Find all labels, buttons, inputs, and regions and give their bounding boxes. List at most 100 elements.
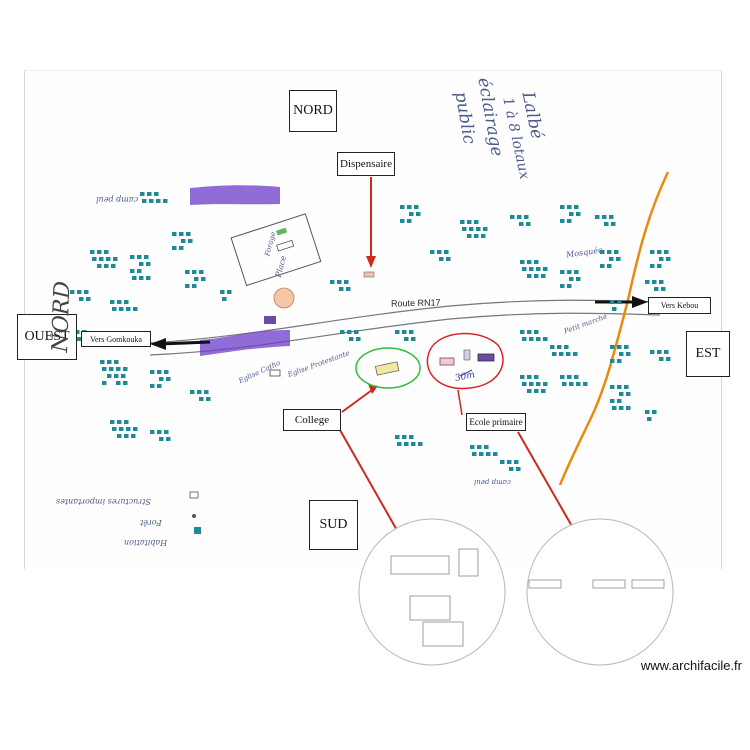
house [337,280,342,284]
house [116,367,121,371]
house [186,232,191,236]
house [560,205,565,209]
house [666,357,671,361]
house [654,287,659,291]
house [645,410,650,414]
house [166,377,171,381]
house [527,389,532,393]
house [481,234,486,238]
house [77,337,82,341]
house [534,375,539,379]
house [619,352,624,356]
house [190,390,195,394]
house [520,260,525,264]
legend-1: Habitation [124,538,168,547]
house [356,337,361,341]
house [131,434,136,438]
house [227,290,232,294]
house [650,264,655,268]
house [411,442,416,446]
house [104,250,109,254]
house [144,255,149,259]
distance-arrow [459,369,473,377]
house [567,219,572,223]
camp-south-note: camp peul [474,478,511,486]
church-building [269,369,281,377]
house [617,385,622,389]
house [552,352,557,356]
house [460,220,465,224]
house [346,287,351,291]
house [79,297,84,301]
dispensary-building [363,271,375,278]
house [150,430,155,434]
house [354,330,359,334]
house [133,427,138,431]
house [142,199,147,203]
school-pointer [517,431,574,529]
house [84,290,89,294]
house [647,417,652,421]
house [400,205,405,209]
house [179,246,184,250]
house [192,284,197,288]
house [146,276,151,280]
house [77,290,82,294]
house [166,437,171,441]
house [156,199,161,203]
house [112,307,117,311]
house [402,330,407,334]
house [661,287,666,291]
house [510,215,515,219]
house [117,300,122,304]
house [222,297,227,301]
house [116,381,121,385]
house [583,382,588,386]
house [624,345,629,349]
house [617,399,622,403]
house [609,215,614,219]
house [197,390,202,394]
house [444,250,449,254]
house [617,359,622,363]
house [550,345,555,349]
house [164,430,169,434]
house [126,307,131,311]
house [409,212,414,216]
house [610,399,615,403]
house [157,370,162,374]
east-label: EST [686,331,730,377]
house [576,212,581,216]
house [541,274,546,278]
house [409,330,414,334]
house [470,445,475,449]
house [344,280,349,284]
house [569,212,574,216]
house [414,205,419,209]
house [536,337,541,341]
house [527,260,532,264]
house [130,269,135,273]
school-building-2 [477,353,495,362]
house [395,330,400,334]
house [418,442,423,446]
house [560,219,565,223]
house [157,384,162,388]
house [137,255,142,259]
house [569,382,574,386]
house [99,257,104,261]
legend-3: Structures importantes [56,497,151,506]
house [534,389,539,393]
house [404,337,409,341]
house [562,382,567,386]
house [107,360,112,364]
house [559,352,564,356]
house [117,420,122,424]
arrow-east [595,296,648,308]
house [650,250,655,254]
house [526,222,531,226]
primary-school-label: Ecole primaire [466,413,526,431]
house [607,264,612,268]
house [659,280,664,284]
house [179,232,184,236]
